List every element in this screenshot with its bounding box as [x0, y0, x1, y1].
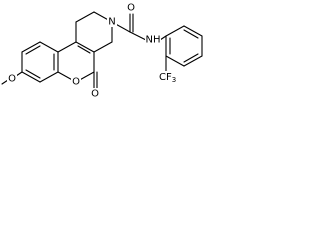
chemical-structure-diagram: O O O N O NH CF3 [1, 2, 203, 100]
piperidine-ring [75, 11, 113, 53]
methoxy-oxygen-label: O [8, 74, 16, 85]
benzene-ring-b [165, 25, 203, 67]
amide-c-n-bond [129, 31, 147, 41]
amide-oxygen-label: O [127, 3, 135, 14]
nh-label: NH [146, 35, 161, 46]
cf3-main: CF [159, 72, 172, 83]
lactone-oxygen-label: O [72, 77, 80, 88]
carbonyl-oxygen-label: O [91, 89, 99, 100]
cf3-label: CF3 [159, 72, 176, 85]
benzene-ring-a [21, 41, 59, 83]
ring-nitrogen-label: N [108, 17, 115, 28]
cf3-subscript: 3 [172, 76, 176, 84]
